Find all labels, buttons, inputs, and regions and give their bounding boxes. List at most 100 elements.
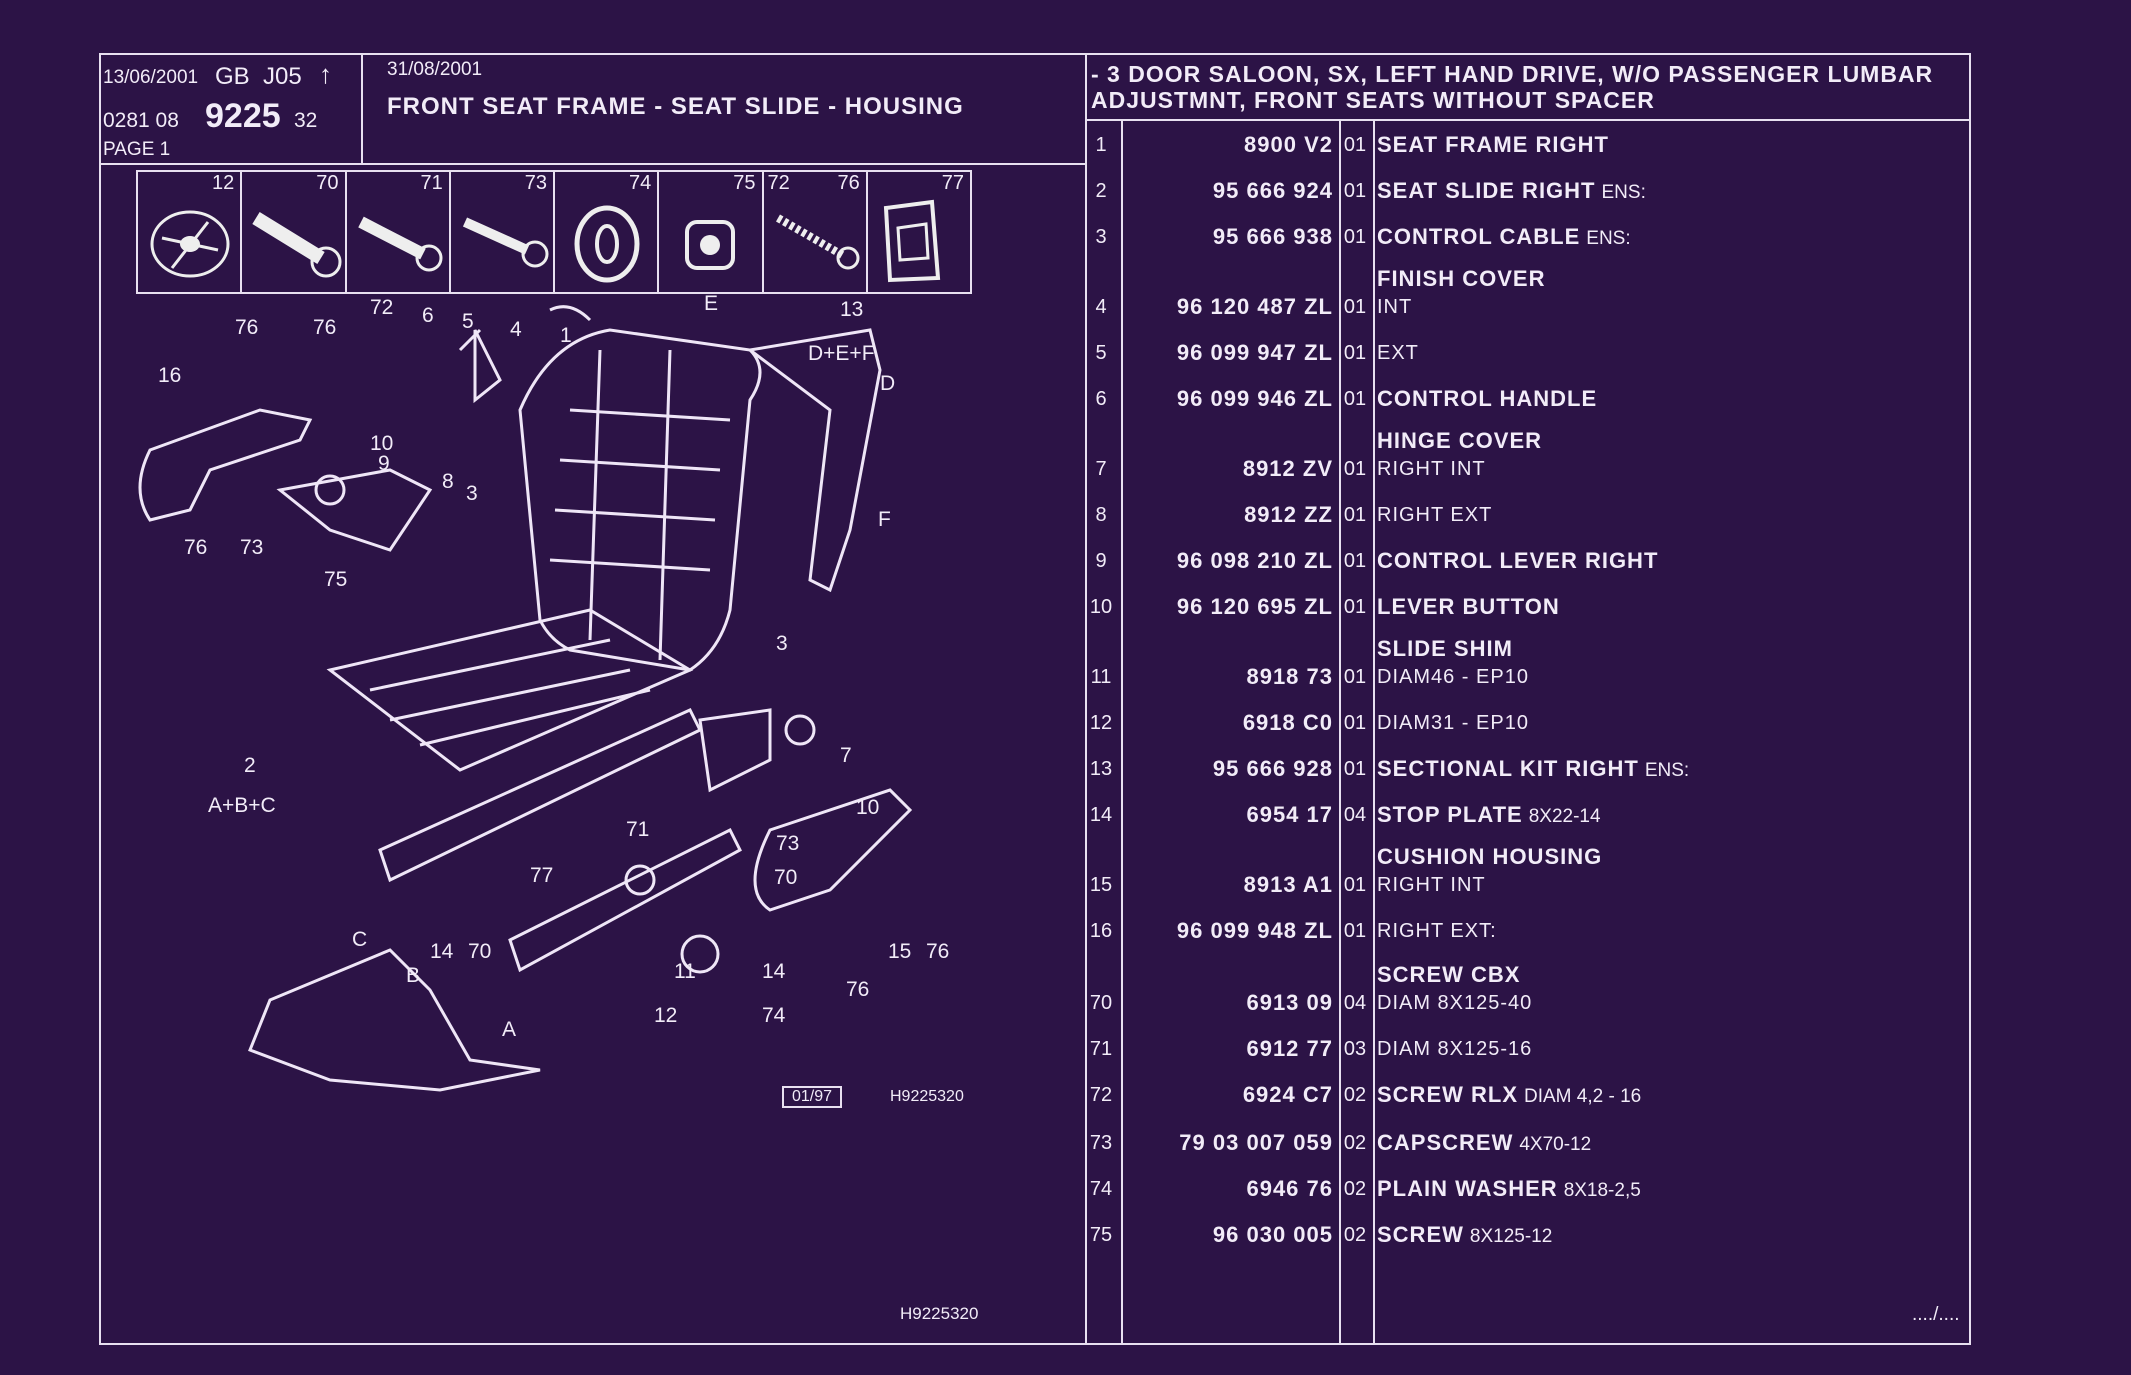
thumbnail: 73	[451, 172, 555, 292]
callout: 75	[324, 568, 348, 591]
quantity: 01	[1343, 666, 1367, 688]
table-col-line	[1121, 121, 1123, 1345]
quantity: 01	[1343, 342, 1367, 364]
table-col-line	[1339, 121, 1341, 1345]
part-group-name: SCREW CBX	[1377, 962, 1521, 987]
callout: 10	[856, 796, 880, 819]
callout: A+B+C	[208, 794, 276, 817]
row-number: 6	[1095, 388, 1107, 410]
callout: 10	[370, 432, 394, 455]
callout: 76	[184, 536, 208, 559]
row-number: 11	[1090, 666, 1112, 688]
callout: 8	[442, 470, 454, 493]
part-variant: DIAM 8X125-16	[1377, 1038, 1533, 1060]
row-number: 75	[1089, 1224, 1113, 1246]
applicability-header: - 3 DOOR SALOON, SX, LEFT HAND DRIVE, W/…	[1087, 53, 1969, 121]
callout: 72	[370, 296, 394, 319]
part-reference: 6912 77	[1246, 1036, 1333, 1061]
callout: 76	[846, 978, 870, 1001]
callout: 16	[158, 364, 182, 387]
row-number: 7	[1095, 458, 1107, 480]
part-spec: ENS:	[1601, 182, 1646, 203]
catalog-sheet	[99, 53, 1971, 1345]
part-spec: ENS:	[1586, 228, 1631, 249]
header-id-block: 13/06/2001 GB J05 ↑ 0281 08 9225 32 PAGE…	[99, 53, 363, 165]
part-reference: 95 666 938	[1212, 224, 1333, 249]
quantity: 02	[1343, 1178, 1367, 1200]
quantity: 01	[1343, 180, 1367, 202]
row-number: 13	[1089, 758, 1113, 780]
quantity: 01	[1343, 874, 1367, 896]
callout: 3	[776, 632, 788, 655]
row-number: 15	[1089, 874, 1113, 896]
part-reference: 6913 09	[1246, 990, 1333, 1015]
catalog-prefix: 0281 08	[103, 109, 179, 132]
quantity: 01	[1343, 920, 1367, 942]
language-code: GB	[215, 63, 250, 90]
part-variant: EXT	[1377, 342, 1419, 364]
applicability-line-1: - 3 DOOR SALOON, SX, LEFT HAND DRIVE, W/…	[1091, 61, 1934, 87]
row-number: 3	[1095, 226, 1107, 248]
clip-icon	[883, 199, 940, 283]
part-group-name: SLIDE SHIM	[1377, 636, 1513, 661]
quantity: 01	[1343, 712, 1367, 734]
callout: 1	[560, 324, 572, 347]
quantity: 01	[1343, 226, 1367, 248]
quantity: 01	[1343, 296, 1367, 318]
callout: 70	[774, 866, 798, 889]
continuation-mark: ..../....	[1912, 1304, 1960, 1325]
row-number: 4	[1095, 296, 1107, 318]
part-variant: RIGHT EXT	[1377, 504, 1493, 526]
callout: 73	[240, 536, 264, 559]
bolt-icon	[252, 212, 342, 278]
row-number: 8	[1095, 504, 1107, 526]
header-title-block: 31/08/2001 FRONT SEAT FRAME - SEAT SLIDE…	[363, 53, 1085, 165]
callout: 70	[468, 940, 492, 963]
quantity: 03	[1343, 1038, 1367, 1060]
row-number: 70	[1089, 992, 1113, 1014]
part-reference: 96 099 946 ZL	[1176, 386, 1333, 411]
part-spec: ENS:	[1644, 760, 1690, 781]
part-variant: DIAM 8X125-40	[1377, 992, 1533, 1014]
quantity: 01	[1343, 596, 1367, 618]
part-group-name: FINISH COVER	[1377, 266, 1546, 291]
callout: 9	[378, 452, 390, 475]
quantity: 01	[1343, 758, 1367, 780]
callout: 7	[840, 744, 852, 767]
table-col-line	[1373, 121, 1375, 1345]
quantity: 01	[1343, 134, 1367, 156]
part-reference: 96 099 948 ZL	[1176, 918, 1333, 943]
page-number: PAGE 1	[103, 139, 171, 160]
part-reference: 96 098 210 ZL	[1176, 548, 1333, 573]
quantity: 01	[1343, 388, 1367, 410]
callout: 77	[530, 864, 554, 887]
part-reference: 96 120 695 ZL	[1176, 594, 1333, 619]
row-number: 1	[1095, 134, 1107, 156]
part-variant: RIGHT INT	[1377, 458, 1486, 480]
part-reference: 96 030 005	[1212, 1222, 1333, 1247]
callout: 76	[235, 316, 259, 339]
quantity: 01	[1343, 458, 1367, 480]
callout: 14	[762, 960, 786, 983]
part-reference: 6924 C7	[1242, 1082, 1333, 1107]
row-number: 10	[1089, 596, 1113, 618]
model-code: J05	[263, 63, 302, 90]
row-number: 16	[1089, 920, 1113, 942]
callout: 3	[466, 482, 478, 505]
row-number: 73	[1089, 1132, 1113, 1154]
row-number: 74	[1089, 1178, 1113, 1200]
